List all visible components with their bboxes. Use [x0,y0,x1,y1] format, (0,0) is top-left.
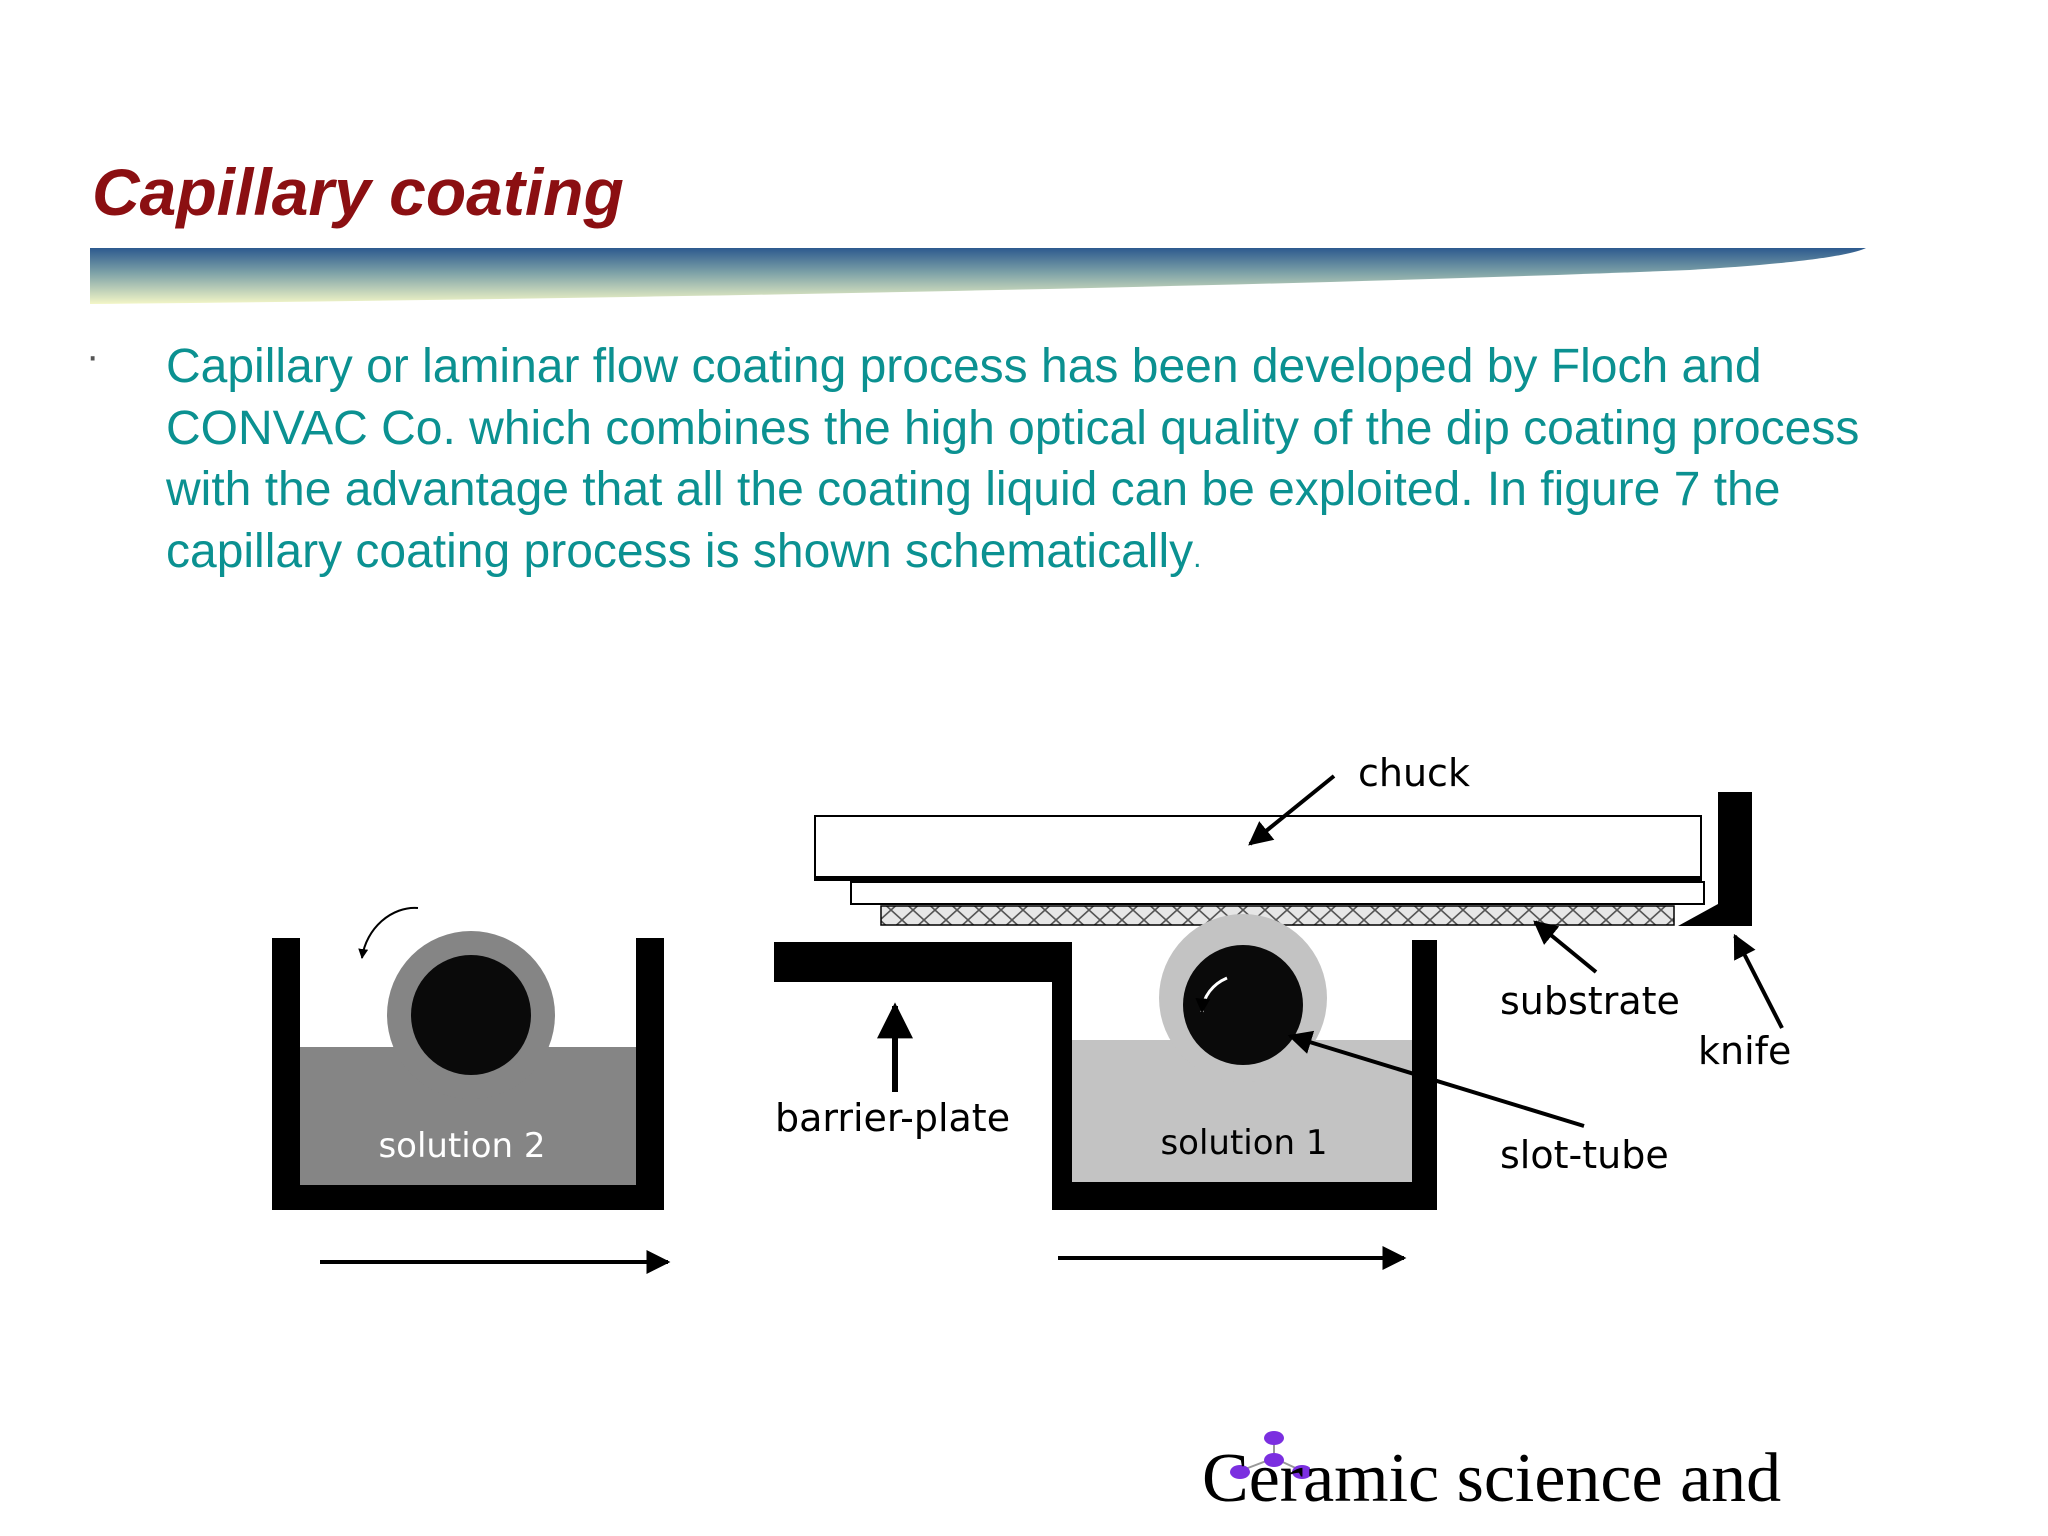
solution-2-label: solution 2 [378,1126,545,1166]
solution-1-label: solution 1 [1160,1123,1327,1163]
substrate-pointer-arrow [1533,920,1598,974]
knife [1678,792,1752,926]
substrate-label: substrate [1500,979,1680,1023]
barrier-plate-label: barrier-plate [775,1096,1010,1140]
solution-1-tank [1052,914,1437,1210]
barrier-plate [774,942,1072,1182]
bullet-marker: · [86,334,100,378]
knife-label: knife [1698,1029,1791,1073]
substrate-holder [850,881,1705,905]
solution-2-tank [272,906,664,1210]
knife-pointer-arrow [1733,933,1784,1029]
molecule-logo-icon [1230,1431,1310,1479]
chuck-label: chuck [1358,751,1470,795]
slide-title: Capillary coating [92,155,624,229]
footer-text: Ceramic science and [1202,1440,1782,1517]
slot-tube-pointer-arrow [1287,1030,1585,1128]
slot-tube-label: slot-tube [1500,1133,1669,1177]
chuck [814,815,1702,881]
bullet-period: . [1193,540,1202,574]
bullet-paragraph: Capillary or laminar flow coating proces… [166,336,1886,588]
chuck-pointer-arrow [1248,774,1336,846]
bullet-text: Capillary or laminar flow coating proces… [166,340,1860,578]
title-underline-bar [90,248,1866,304]
